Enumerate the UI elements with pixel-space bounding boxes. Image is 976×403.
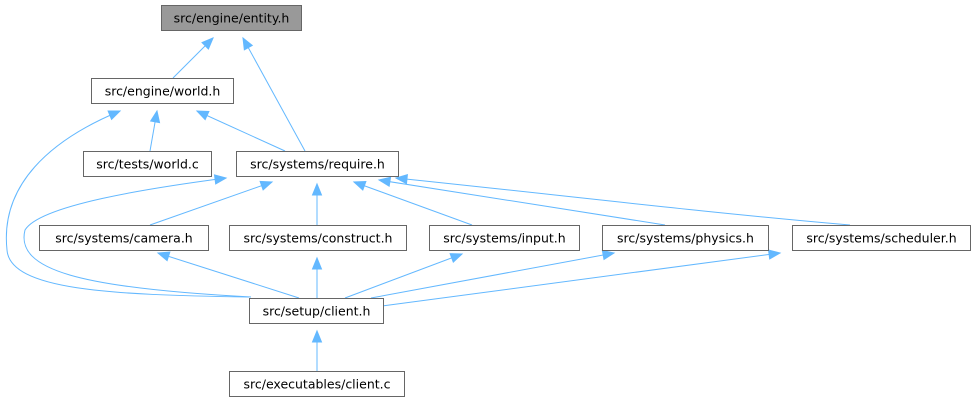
edge-line [196,110,286,152]
node-label: src/executables/client.c [244,377,391,392]
edge-line [242,37,306,152]
edge-arrowhead [352,181,367,191]
node-client-c[interactable]: src/executables/client.c [229,371,405,397]
edge-arrowhead [213,174,228,185]
edge-line [370,252,615,299]
edge-construct-to-require [311,182,323,225]
node-label: src/engine/world.h [105,84,221,99]
node-camera[interactable]: src/systems/camera.h [39,225,209,251]
nodes-layer: src/engine/entity.h src/engine/world.h src… [39,5,971,397]
node-box [161,5,302,31]
edge-arrowhead [394,173,408,185]
edges-layer [5,36,851,371]
edge-line [23,177,252,298]
edge-line [381,252,781,307]
edge-client_c-to-client_h [311,329,323,371]
edge-line [378,179,666,226]
edge-input-to-require [352,181,473,226]
node-label: src/systems/scheduler.h [806,231,956,246]
node-construct[interactable]: src/systems/construct.h [229,225,407,251]
edge-client_h-to-camera [156,251,300,299]
node-box [429,225,580,251]
node-label: src/engine/entity.h [174,11,290,26]
node-box [39,225,209,251]
node-client-h[interactable]: src/setup/client.h [249,298,384,324]
edge-arrowhead [377,176,392,187]
edge-tests_world-to-world_h [149,109,161,152]
edge-arrowhead [601,249,616,261]
edge-line [353,181,473,226]
node-box [792,225,971,251]
node-entity: src/engine/entity.h [161,5,302,31]
edge-world_h-to-entity [172,37,214,79]
edge-line [149,181,273,226]
edge-arrowhead [311,329,323,343]
node-box [236,151,399,177]
edge-client_h-to-scheduler [381,249,782,307]
edge-arrowhead [156,251,171,262]
edge-arrowhead [311,256,323,270]
edge-physics-to-require [377,176,666,226]
edge-arrowhead [259,180,274,191]
edge-arrowhead [107,110,122,121]
node-box [602,225,769,251]
node-label: src/systems/require.h [250,157,385,172]
edge-arrowhead [149,109,161,124]
edge-line [395,177,851,226]
node-scheduler[interactable]: src/systems/scheduler.h [792,225,971,251]
node-label: src/setup/client.h [263,304,371,319]
node-label: src/systems/physics.h [617,231,754,246]
node-box [91,78,234,104]
node-box [229,225,407,251]
edge-camera-to-require [149,180,274,226]
node-label: src/systems/construct.h [244,231,393,246]
node-box [249,298,384,324]
node-box [229,371,405,397]
edge-require-to-entity [242,36,306,152]
edge-client_h-to-world_h [5,110,250,298]
node-tests-world[interactable]: src/tests/world.c [83,151,212,177]
edge-arrowhead [201,37,214,50]
node-label: src/systems/camera.h [55,231,192,246]
node-input[interactable]: src/systems/input.h [429,225,580,251]
edge-scheduler-to-require [394,173,851,226]
edge-client_h-to-construct [311,256,323,298]
edge-client_h-to-input [344,253,464,299]
node-label: src/systems/input.h [443,231,565,246]
edge-line [5,110,250,298]
edge-client_h-to-require [23,174,252,298]
edge-require-to-world_h [195,110,286,152]
edge-arrowhead [311,182,323,196]
edge-arrowhead [242,36,254,51]
node-world-h[interactable]: src/engine/world.h [91,78,234,104]
edge-client_h-to-physics [370,249,616,299]
node-physics[interactable]: src/systems/physics.h [602,225,769,251]
edge-arrowhead [767,249,782,260]
node-box [83,151,212,177]
edge-arrowhead [195,110,210,121]
node-require[interactable]: src/systems/require.h [236,151,399,177]
node-label: src/tests/world.c [96,157,199,172]
edge-line [157,252,300,299]
edge-arrowhead [449,253,464,263]
edge-line [344,253,463,299]
